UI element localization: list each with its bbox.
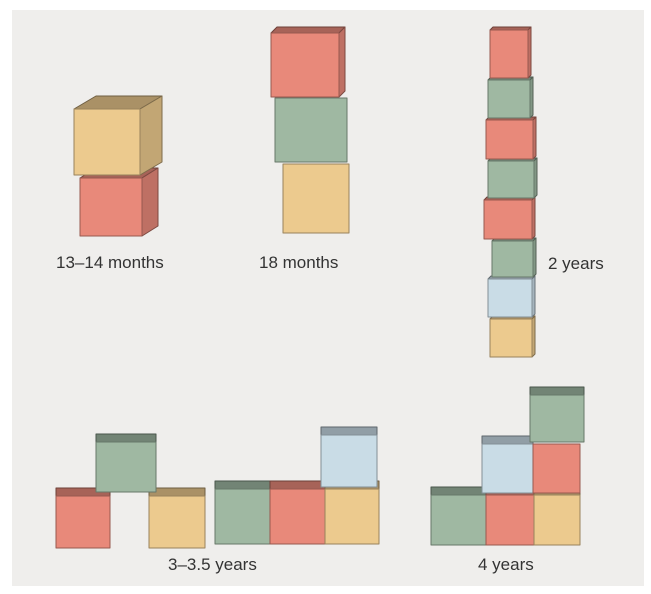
stage5-stair-red-block	[486, 487, 534, 545]
stage5-stair-red-upper-block	[533, 444, 580, 493]
label-3-3-5-years: 3–3.5 years	[168, 555, 257, 575]
label-13-14-months: 13–14 months	[56, 253, 164, 273]
stage4-bridge-right-yellow-block	[149, 488, 205, 548]
stage1-bottom-red-block	[80, 168, 158, 236]
stage4-bridge-top-green-block	[96, 434, 156, 492]
stage3-block-4-green	[488, 158, 537, 198]
stage3-block-3-red	[486, 117, 536, 159]
stage5-stair-blue-block	[482, 436, 533, 493]
stage3-block-8-yellow	[490, 316, 535, 357]
label-18-months: 18 months	[259, 253, 338, 273]
stage4-wall-yellow-block	[325, 481, 379, 544]
stage3-block-6-green	[492, 238, 536, 277]
stage4-wall-red-block	[270, 481, 325, 544]
stage3-block-7-blue	[488, 276, 535, 317]
stage4-wall-green-block	[215, 481, 270, 544]
stage3-block-5-red	[484, 197, 535, 239]
stage2-top-red-block	[271, 27, 345, 97]
stage4-bridge-left-red-block	[56, 488, 110, 548]
block-building-illustration	[12, 10, 644, 586]
stage5-stair-yellow-block	[534, 487, 580, 545]
stage5-stair-top-green-block	[530, 387, 584, 442]
stage3-block-2-green	[488, 77, 533, 118]
stage5-stair-green-block	[431, 487, 486, 545]
label-2-years: 2 years	[548, 254, 604, 274]
label-4-years: 4 years	[478, 555, 534, 575]
stage2-bottom-yellow-block	[283, 164, 349, 233]
stage3-block-1-red	[490, 27, 531, 78]
stage1-top-yellow-block	[74, 96, 162, 175]
illustration-panel: 13–14 months 18 months 2 years 3–3.5 yea…	[12, 10, 644, 586]
stage4-wall-top-blue-block	[321, 427, 377, 487]
stage2-middle-green-block	[275, 98, 347, 162]
